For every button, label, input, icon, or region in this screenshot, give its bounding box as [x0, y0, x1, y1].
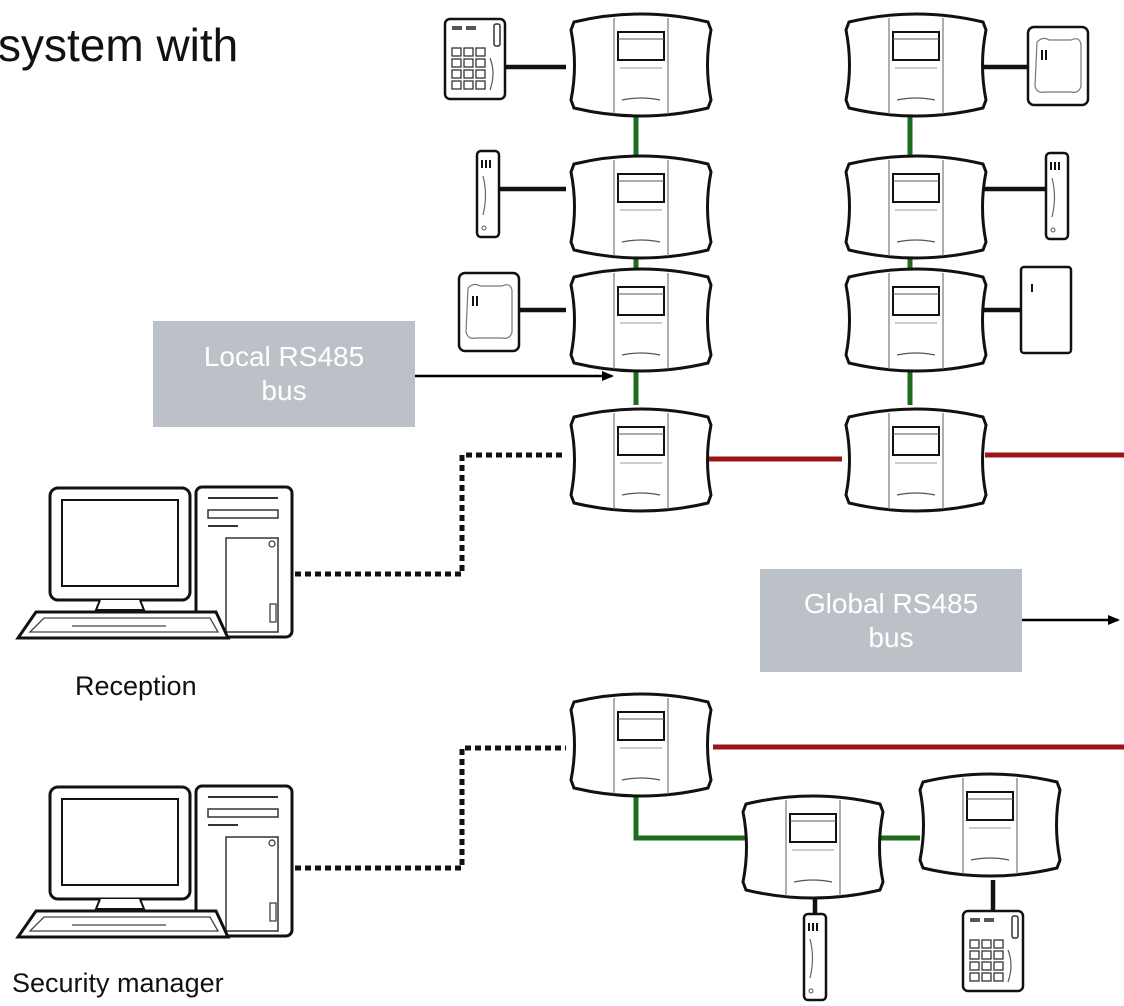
global-bus-label-line1: Global RS485 [803, 587, 979, 619]
controller-icon [569, 267, 713, 373]
keypad-reader-icon [961, 909, 1025, 993]
local-bus-label-line2: bus [261, 375, 307, 406]
controller-icon [569, 12, 713, 118]
controller-icon [844, 267, 988, 373]
local-bus-callout: Local RS485 bus [153, 321, 415, 427]
controller-icon [844, 154, 988, 260]
controller-icon [844, 12, 988, 118]
network-cable [295, 452, 566, 871]
page-title: system with [0, 19, 239, 71]
controller-icon [569, 154, 713, 260]
card-reader-icon [1026, 25, 1090, 107]
reception-label: Reception [75, 671, 197, 701]
controller-icon [741, 794, 885, 900]
computer-icon [16, 784, 294, 939]
global-bus-label-line2: bus [868, 621, 914, 653]
global-bus-callout: Global RS485 bus [760, 569, 1022, 672]
computer-icon [16, 485, 294, 640]
slim-reader-icon [802, 912, 828, 1002]
controller-icon [569, 407, 713, 513]
local-bus-label-line1: Local RS485 [203, 341, 365, 372]
box-reader-icon [1019, 265, 1073, 355]
controller-icon [918, 772, 1062, 878]
slim-reader-icon [475, 149, 501, 239]
slim-reader-icon [1044, 151, 1070, 241]
controller-icon [569, 692, 713, 798]
security-manager-label: Security manager [12, 968, 224, 998]
global-bus-line [706, 452, 1124, 750]
keypad-reader-icon [443, 17, 507, 101]
controller-icon [844, 407, 988, 513]
card-reader-icon [457, 271, 521, 353]
